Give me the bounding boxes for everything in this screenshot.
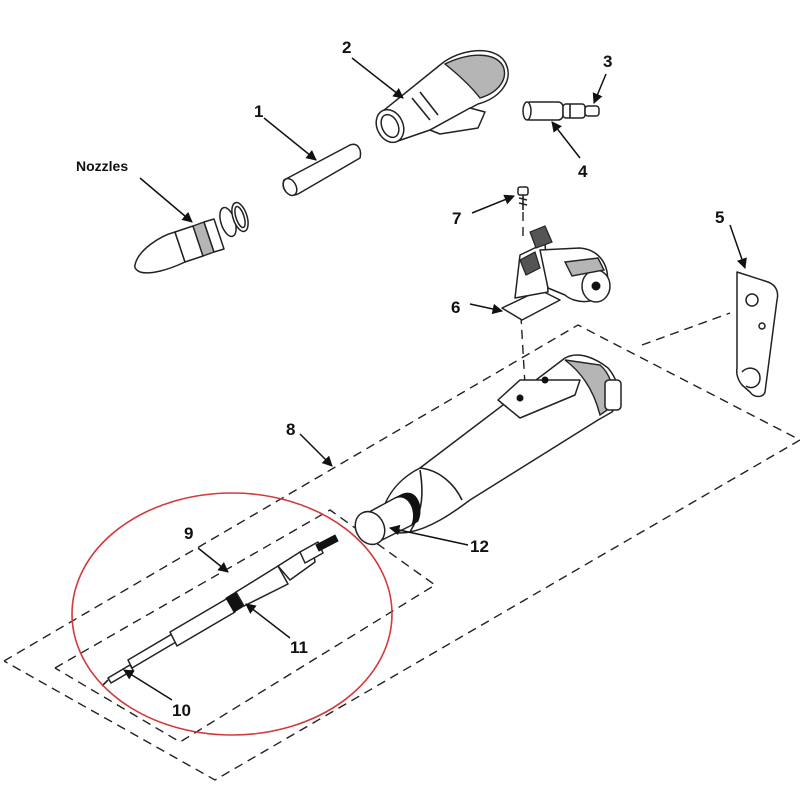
label-4: 4 — [578, 162, 588, 181]
assembly-boundary-8 — [3, 324, 800, 781]
label-5: 5 — [715, 208, 724, 227]
nozzle-part — [134, 201, 249, 274]
label-3: 3 — [603, 52, 612, 71]
label-nozzles: Nozzles — [76, 158, 128, 174]
label-12: 12 — [470, 537, 489, 556]
label-1: 1 — [254, 102, 263, 121]
label-11: 11 — [290, 638, 308, 657]
label-10: 10 — [172, 701, 191, 720]
label-8: 8 — [286, 420, 295, 439]
part-4-fitting — [522, 101, 600, 121]
probe-assembly — [101, 534, 339, 687]
assembly-boundary-9 — [54, 509, 437, 743]
label-6: 6 — [451, 298, 460, 317]
part-6-bracket — [501, 225, 611, 321]
label-2: 2 — [342, 38, 351, 57]
part-7-screw — [517, 186, 529, 240]
label-9: 9 — [184, 524, 193, 543]
part-5-wrench — [736, 271, 779, 398]
highlight-circle — [71, 492, 393, 736]
explosion-axis-lines — [519, 299, 731, 386]
label-7: 7 — [452, 209, 461, 228]
callout-labels: Nozzles 1 2 3 4 5 6 7 8 9 10 11 12 — [76, 38, 724, 720]
part-1-tube — [282, 143, 362, 197]
part-2-head — [375, 50, 509, 144]
leader-lines — [123, 57, 747, 701]
